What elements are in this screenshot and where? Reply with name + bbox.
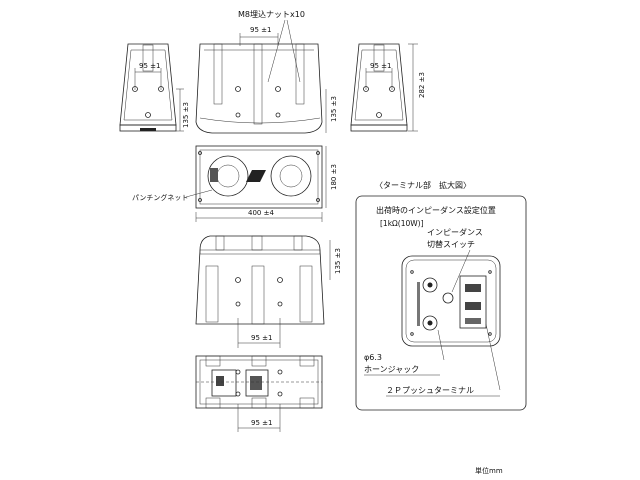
bottom-view: 95 ±1 (195, 355, 323, 432)
left-side-view: 95 ±1 135 ±3 (119, 43, 190, 132)
dim-95-bottom: 95 ±1 (251, 419, 272, 427)
push-terminal-label: ２Ｐプッシュターミナル (386, 386, 474, 395)
dim-135-mid: 135 ±3 (334, 248, 342, 274)
dim-282: 282 ±3 (418, 72, 426, 98)
insert-nut-label: M8埋込ナットx10 (238, 9, 305, 19)
front-view: 95 ±1 135 ±3 (195, 26, 338, 134)
rear-view: 135 ±3 95 ±1 (195, 235, 342, 348)
dim-135-left: 135 ±3 (182, 102, 190, 128)
terminal-title: 〈ターミナル部 拡大図〉 (375, 180, 471, 190)
dim-95-right: 95 ±1 (370, 62, 391, 70)
imp-switch-label-1: インピーダンス (427, 227, 483, 237)
imp-switch-label-2: 切替スイッチ (427, 239, 475, 249)
impedance-value-label: [1kΩ(10W)] (380, 219, 424, 228)
grille-view: 180 ±3 400 ±4 パンチングネット (132, 145, 338, 222)
unit-label: 単位mm (475, 466, 503, 475)
phi-label: φ6.3 (364, 353, 382, 362)
impedance-setting-label: 出荷時のインピーダンス設定位置 (376, 205, 496, 215)
dim-135-front: 135 ±3 (330, 96, 338, 122)
dim-95-left: 95 ±1 (139, 62, 160, 70)
horn-jack-label: ホーンジャック (364, 365, 419, 374)
punching-net-label: パンチングネット (132, 193, 188, 202)
dim-95-mid: 95 ±1 (251, 334, 272, 342)
dim-95-top: 95 ±1 (250, 26, 271, 34)
dim-400: 400 ±4 (248, 209, 274, 217)
dim-180: 180 ±3 (330, 164, 338, 190)
terminal-detail: 〈ターミナル部 拡大図〉 出荷時のインピーダンス設定位置 [1kΩ(10W)] … (355, 180, 527, 411)
right-side-view: 95 ±1 282 ±3 (350, 43, 426, 132)
